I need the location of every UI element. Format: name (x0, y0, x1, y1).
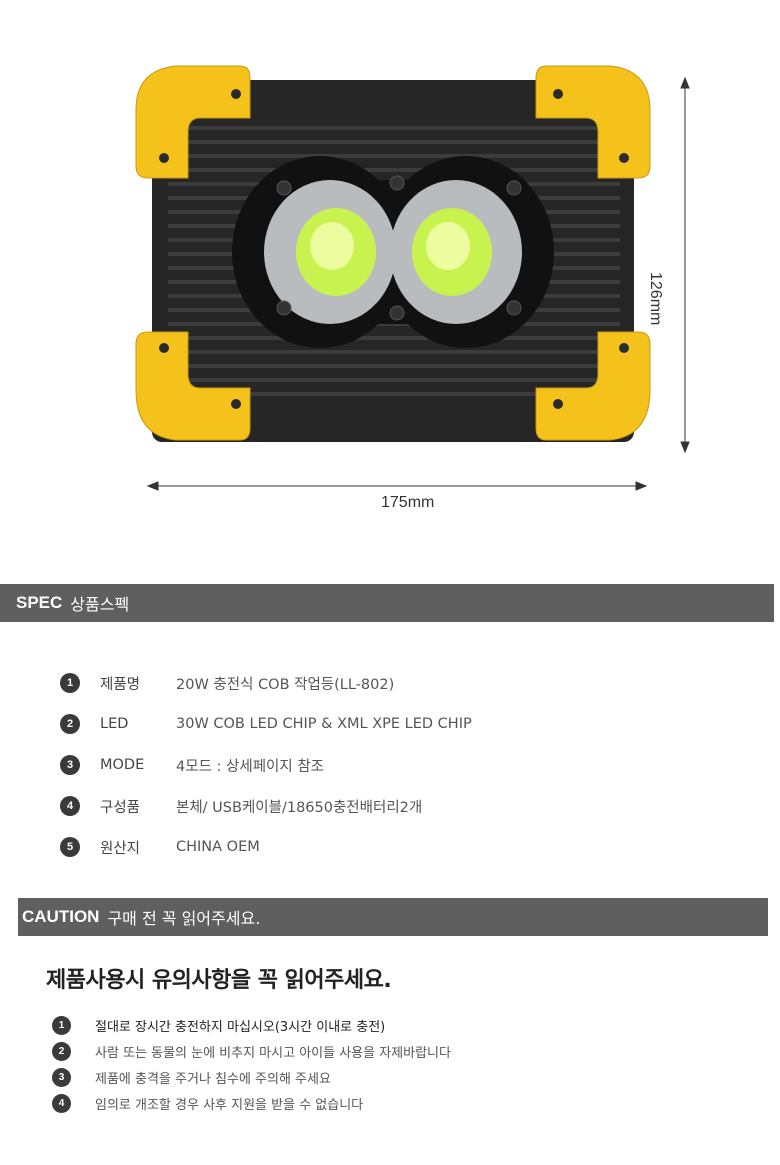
spec-row: 5 원산지 CHINA OEM (60, 837, 260, 857)
number-badge: 2 (52, 1042, 71, 1061)
spec-value: CHINA OEM (176, 839, 260, 855)
spec-row: 2 LED 30W COB LED CHIP & XML XPE LED CHI… (60, 714, 472, 734)
caution-item: 4 임의로 개조할 경우 사후 지원을 받을 수 없습니다 (52, 1094, 363, 1113)
spec-label: 제품명 (100, 676, 141, 693)
caution-item: 1 절대로 장시간 충전하지 마십시오(3시간 이내로 충전) (52, 1016, 385, 1035)
spec-label: 원산지 (100, 840, 141, 857)
spec-section-header: SPEC 상품스펙 (0, 584, 774, 622)
number-badge: 5 (60, 837, 80, 857)
number-badge: 2 (60, 714, 80, 734)
number-badge: 3 (52, 1068, 71, 1087)
number-badge: 3 (60, 755, 80, 775)
spec-label: LED (100, 716, 129, 732)
caution-title-en: CAUTION (22, 907, 100, 926)
product-image-area: 126mm 175mm (0, 0, 780, 560)
spec-value: 30W COB LED CHIP & XML XPE LED CHIP (176, 716, 472, 732)
caution-title-ko: 구매 전 꼭 읽어주세요. (107, 909, 261, 928)
spec-title-ko: 상품스펙 (70, 595, 130, 614)
spec-value: 본체/ USB케이블/18650충전배터리2개 (176, 799, 423, 816)
spec-row: 3 MODE 4모드 : 상세페이지 참조 (60, 755, 324, 775)
caution-heading: 제품사용시 유의사항을 꼭 읽어주세요. (46, 968, 392, 993)
caution-text: 사람 또는 동물의 눈에 비추지 마시고 아이들 사용을 자제바랍니다 (95, 1046, 451, 1061)
width-dimension-label: 175mm (381, 494, 435, 511)
number-badge: 1 (60, 673, 80, 693)
caution-text: 절대로 장시간 충전하지 마십시오(3시간 이내로 충전) (95, 1020, 386, 1035)
caution-text: 제품에 충격을 주거나 침수에 주의해 주세요 (95, 1072, 331, 1087)
caution-text: 임의로 개조할 경우 사후 지원을 받을 수 없습니다 (95, 1098, 364, 1113)
caution-section-header: CAUTION 구매 전 꼭 읽어주세요. (18, 898, 768, 936)
spec-row: 4 구성품 본체/ USB케이블/18650충전배터리2개 (60, 796, 422, 816)
number-badge: 1 (52, 1016, 71, 1035)
spec-title-en: SPEC (16, 593, 63, 612)
work-light-illustration (135, 65, 690, 491)
caution-item: 3 제품에 충격을 주거나 침수에 주의해 주세요 (52, 1068, 331, 1087)
spec-row: 1 제품명 20W 충전식 COB 작업등(LL-802) (60, 673, 394, 693)
number-badge: 4 (60, 796, 80, 816)
spec-label: MODE (100, 757, 145, 773)
spec-value: 4모드 : 상세페이지 참조 (176, 758, 324, 775)
spec-value: 20W 충전식 COB 작업등(LL-802) (176, 676, 395, 693)
number-badge: 4 (52, 1094, 71, 1113)
spec-label: 구성품 (100, 799, 141, 816)
caution-item: 2 사람 또는 동물의 눈에 비추지 마시고 아이들 사용을 자제바랍니다 (52, 1042, 451, 1061)
height-dimension-label: 126mm (647, 272, 664, 326)
